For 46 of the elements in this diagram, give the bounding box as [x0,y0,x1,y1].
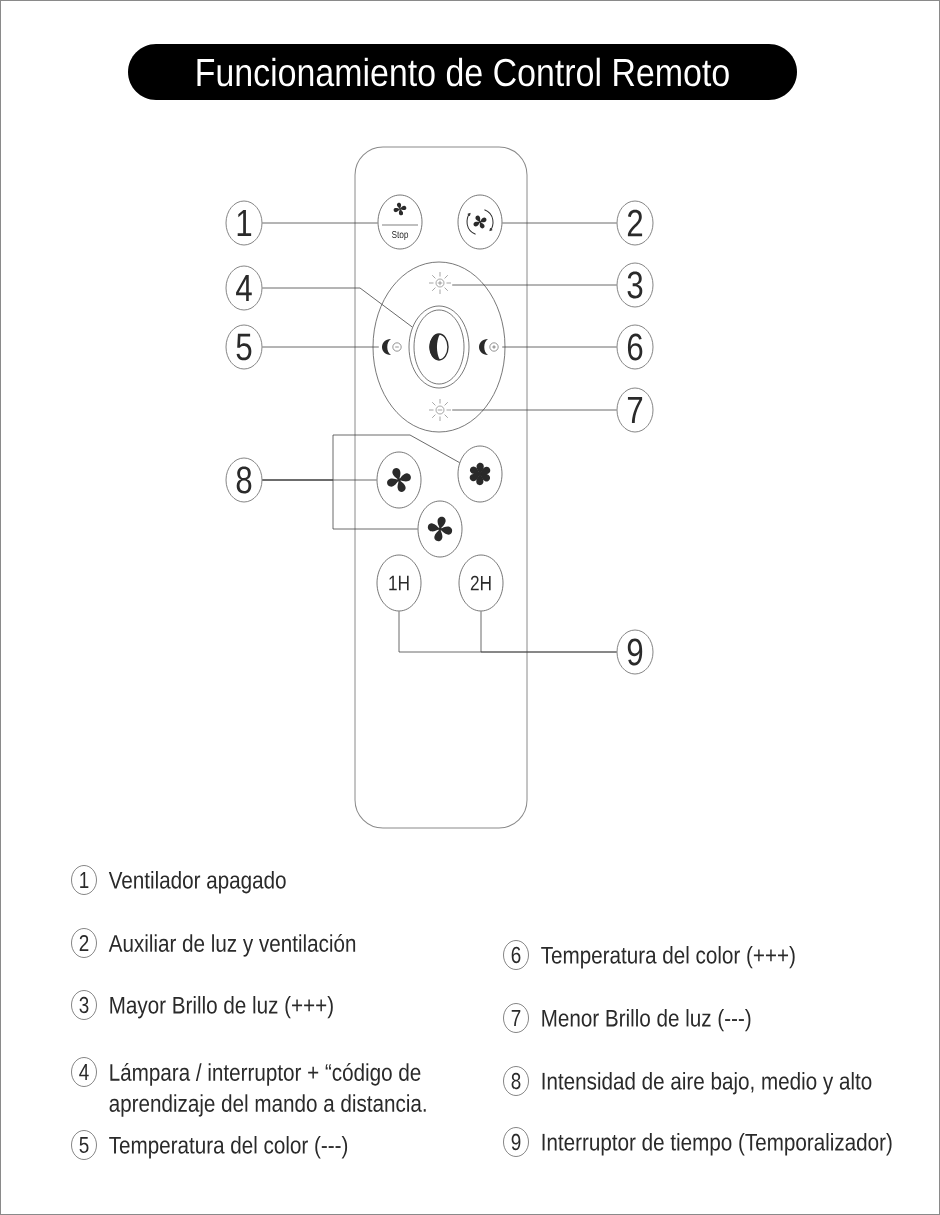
timer-button: 1H [376,554,422,612]
callout-number: 1 [71,865,97,895]
description-text: Temperatura del color (---) [109,1136,348,1159]
callout-number: 3 [71,990,97,1020]
callout-number: 7 [616,387,654,433]
description-text: Lámpara / interruptor + “código de aprendizaje del mando a distancia. [109,1063,426,1117]
description-text: Mayor Brillo de luz (+++) [110,996,333,1019]
description-text: Interruptor de tiempo (Temporalizador) [542,1133,892,1156]
callout-number: 6 [503,940,529,970]
leader-line [451,284,617,286]
sun-icon [428,271,452,295]
callout-number: 2 [71,928,97,958]
description-text: Ventilador apagado [108,871,286,894]
moon-icon [479,339,499,355]
callout-number: 4 [225,265,263,311]
leader-line [501,346,617,348]
leader-line [262,479,418,530]
description-text: Intensidad de aire bajo, medio y alto [542,1072,872,1095]
stop-button: Stop [377,194,423,250]
control-ring [372,261,506,433]
description-text: Auxiliar de luz y ventilación [108,934,356,957]
callout-number: 7 [503,1003,529,1033]
callout-number: 2 [616,200,654,246]
callout-number: 4 [71,1057,97,1087]
description-text: Menor Brillo de luz (---) [542,1009,751,1032]
callout-number: 6 [616,324,654,370]
remote-body [354,146,528,829]
leader-line [451,409,617,411]
timer-button: 2H [458,554,504,612]
callout-number: 8 [225,457,263,503]
title-bar: Funcionamiento de Control Remoto [128,44,797,100]
leader-line [262,346,380,348]
callout-number: 5 [71,1130,97,1160]
callout-number: 9 [616,629,654,675]
leader-line [502,222,617,224]
leader-line [480,611,617,653]
callout-number: 1 [225,200,263,246]
moon-icon [382,339,402,355]
callout-number: 5 [225,324,263,370]
leader-line [262,287,413,328]
leader-line [262,222,378,224]
callout-number: 8 [503,1066,529,1096]
callout-number: 3 [616,262,654,308]
description-text: Temperatura del color (+++) [541,946,795,969]
sun-icon [428,398,452,422]
callout-number: 9 [503,1127,529,1157]
